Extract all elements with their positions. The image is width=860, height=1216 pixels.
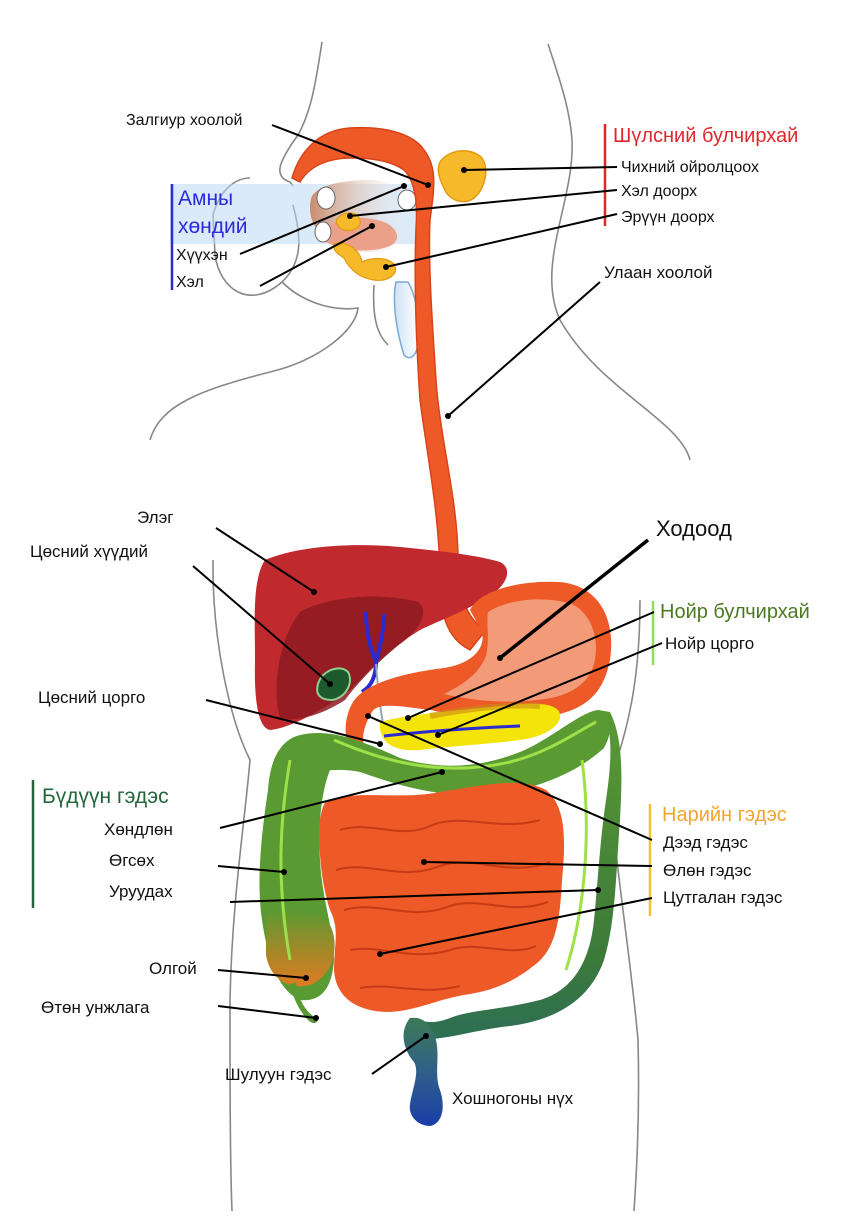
- label-rectum: Шулуун гэдэс: [225, 1065, 332, 1084]
- colon-band-left: [279, 759, 292, 961]
- label-duodenum: Дээд гэдэс: [663, 833, 748, 852]
- leader-rectum: [371, 1035, 427, 1075]
- pancreas-body: [379, 703, 561, 751]
- leader-dots: [281, 167, 601, 1039]
- leader-pancreatic-duct: [437, 642, 663, 736]
- tooth-upper: [316, 186, 336, 210]
- label-pharynx: Залгиур хоолой: [126, 112, 242, 129]
- label-cecum: Олгой: [149, 959, 197, 978]
- label-anus: Хошногоны нүх: [452, 1089, 574, 1108]
- tooth-lower: [314, 221, 332, 243]
- label-submandibular: Эрүүн доорх: [621, 209, 715, 226]
- label-ascending-colon: Өгсөх: [109, 851, 155, 870]
- leader-duodenum: [367, 715, 653, 841]
- small-intestine-title: Нарийн гэдэс: [662, 804, 787, 826]
- colon-band-right: [564, 759, 588, 971]
- leader-tongue: [259, 225, 373, 287]
- label-appendix: Өтөн унжлага: [41, 998, 150, 1017]
- label-jejunum: Өлөн гэдэс: [663, 861, 752, 880]
- salivary-glands-title: Шүлсний булчирхай: [613, 125, 798, 147]
- leader-liver: [215, 527, 315, 593]
- label-descending-colon: Уруудах: [109, 882, 173, 901]
- label-tongue: Хэл: [176, 274, 204, 291]
- label-ileum: Цутгалан гэдэс: [663, 888, 783, 907]
- small-intestine-folds: [335, 819, 551, 991]
- leader-descending: [229, 889, 599, 903]
- liver: [254, 545, 508, 730]
- label-bile-duct: Цөсний цорго: [38, 688, 145, 707]
- label-esophagus: Улаан хоолой: [604, 263, 713, 282]
- uvula: [397, 189, 417, 211]
- cecum: [266, 909, 335, 987]
- salivary-glands: [333, 150, 487, 281]
- leader-stomach: [498, 538, 650, 660]
- parotid-gland: [437, 150, 487, 203]
- liver-shadow: [276, 596, 424, 720]
- label-gallbladder: Цөсний хүүдий: [30, 542, 148, 561]
- label-liver: Элэг: [137, 508, 173, 527]
- leader-jejunum: [423, 861, 653, 867]
- leader-palate: [239, 185, 405, 255]
- leader-esophagus: [447, 281, 601, 417]
- leader-parotid: [463, 166, 618, 171]
- pancreatic-duct-shape: [383, 724, 521, 738]
- leader-transverse: [219, 771, 443, 829]
- label-pancreatic-duct: Нойр цорго: [665, 634, 754, 653]
- body-outline: [149, 41, 691, 1212]
- oral-cavity-title-line1: Амны: [178, 187, 233, 210]
- label-palate: Хүүхэн: [176, 247, 228, 264]
- stomach-lumen: [444, 599, 596, 702]
- colon-band-top: [333, 720, 597, 770]
- sublingual-gland: [335, 212, 361, 232]
- leader-ileum: [379, 897, 653, 955]
- leader-bile-duct: [205, 699, 381, 745]
- leader-ascending: [217, 865, 285, 873]
- leader-lines: [192, 124, 663, 1075]
- pancreas: [379, 702, 561, 751]
- label-transverse-colon: Хөндлөн: [104, 820, 173, 839]
- leader-gallbladder: [192, 565, 331, 685]
- leader-pancreas: [407, 611, 655, 719]
- gallbladder: [316, 667, 351, 702]
- leader-submandibular: [385, 213, 618, 268]
- leader-pharynx: [271, 124, 429, 186]
- leader-appendix: [217, 1005, 317, 1019]
- submandibular-gland: [333, 242, 397, 281]
- transverse-colon: [300, 710, 611, 795]
- leader-cecum: [217, 969, 307, 979]
- appendix: [290, 982, 318, 1024]
- label-sublingual: Хэл доорх: [621, 183, 697, 200]
- pancreas-title: Нойр булчирхай: [660, 601, 810, 623]
- large-intestine-title: Бүдүүн гэдэс: [42, 785, 169, 808]
- pancreas-texture: [429, 702, 541, 719]
- label-parotid: Чихний ойролцоох: [621, 159, 759, 176]
- label-stomach: Ходоод: [656, 516, 732, 541]
- oral-cavity-title-line2: хөндий: [178, 215, 248, 238]
- leader-sublingual: [349, 189, 618, 217]
